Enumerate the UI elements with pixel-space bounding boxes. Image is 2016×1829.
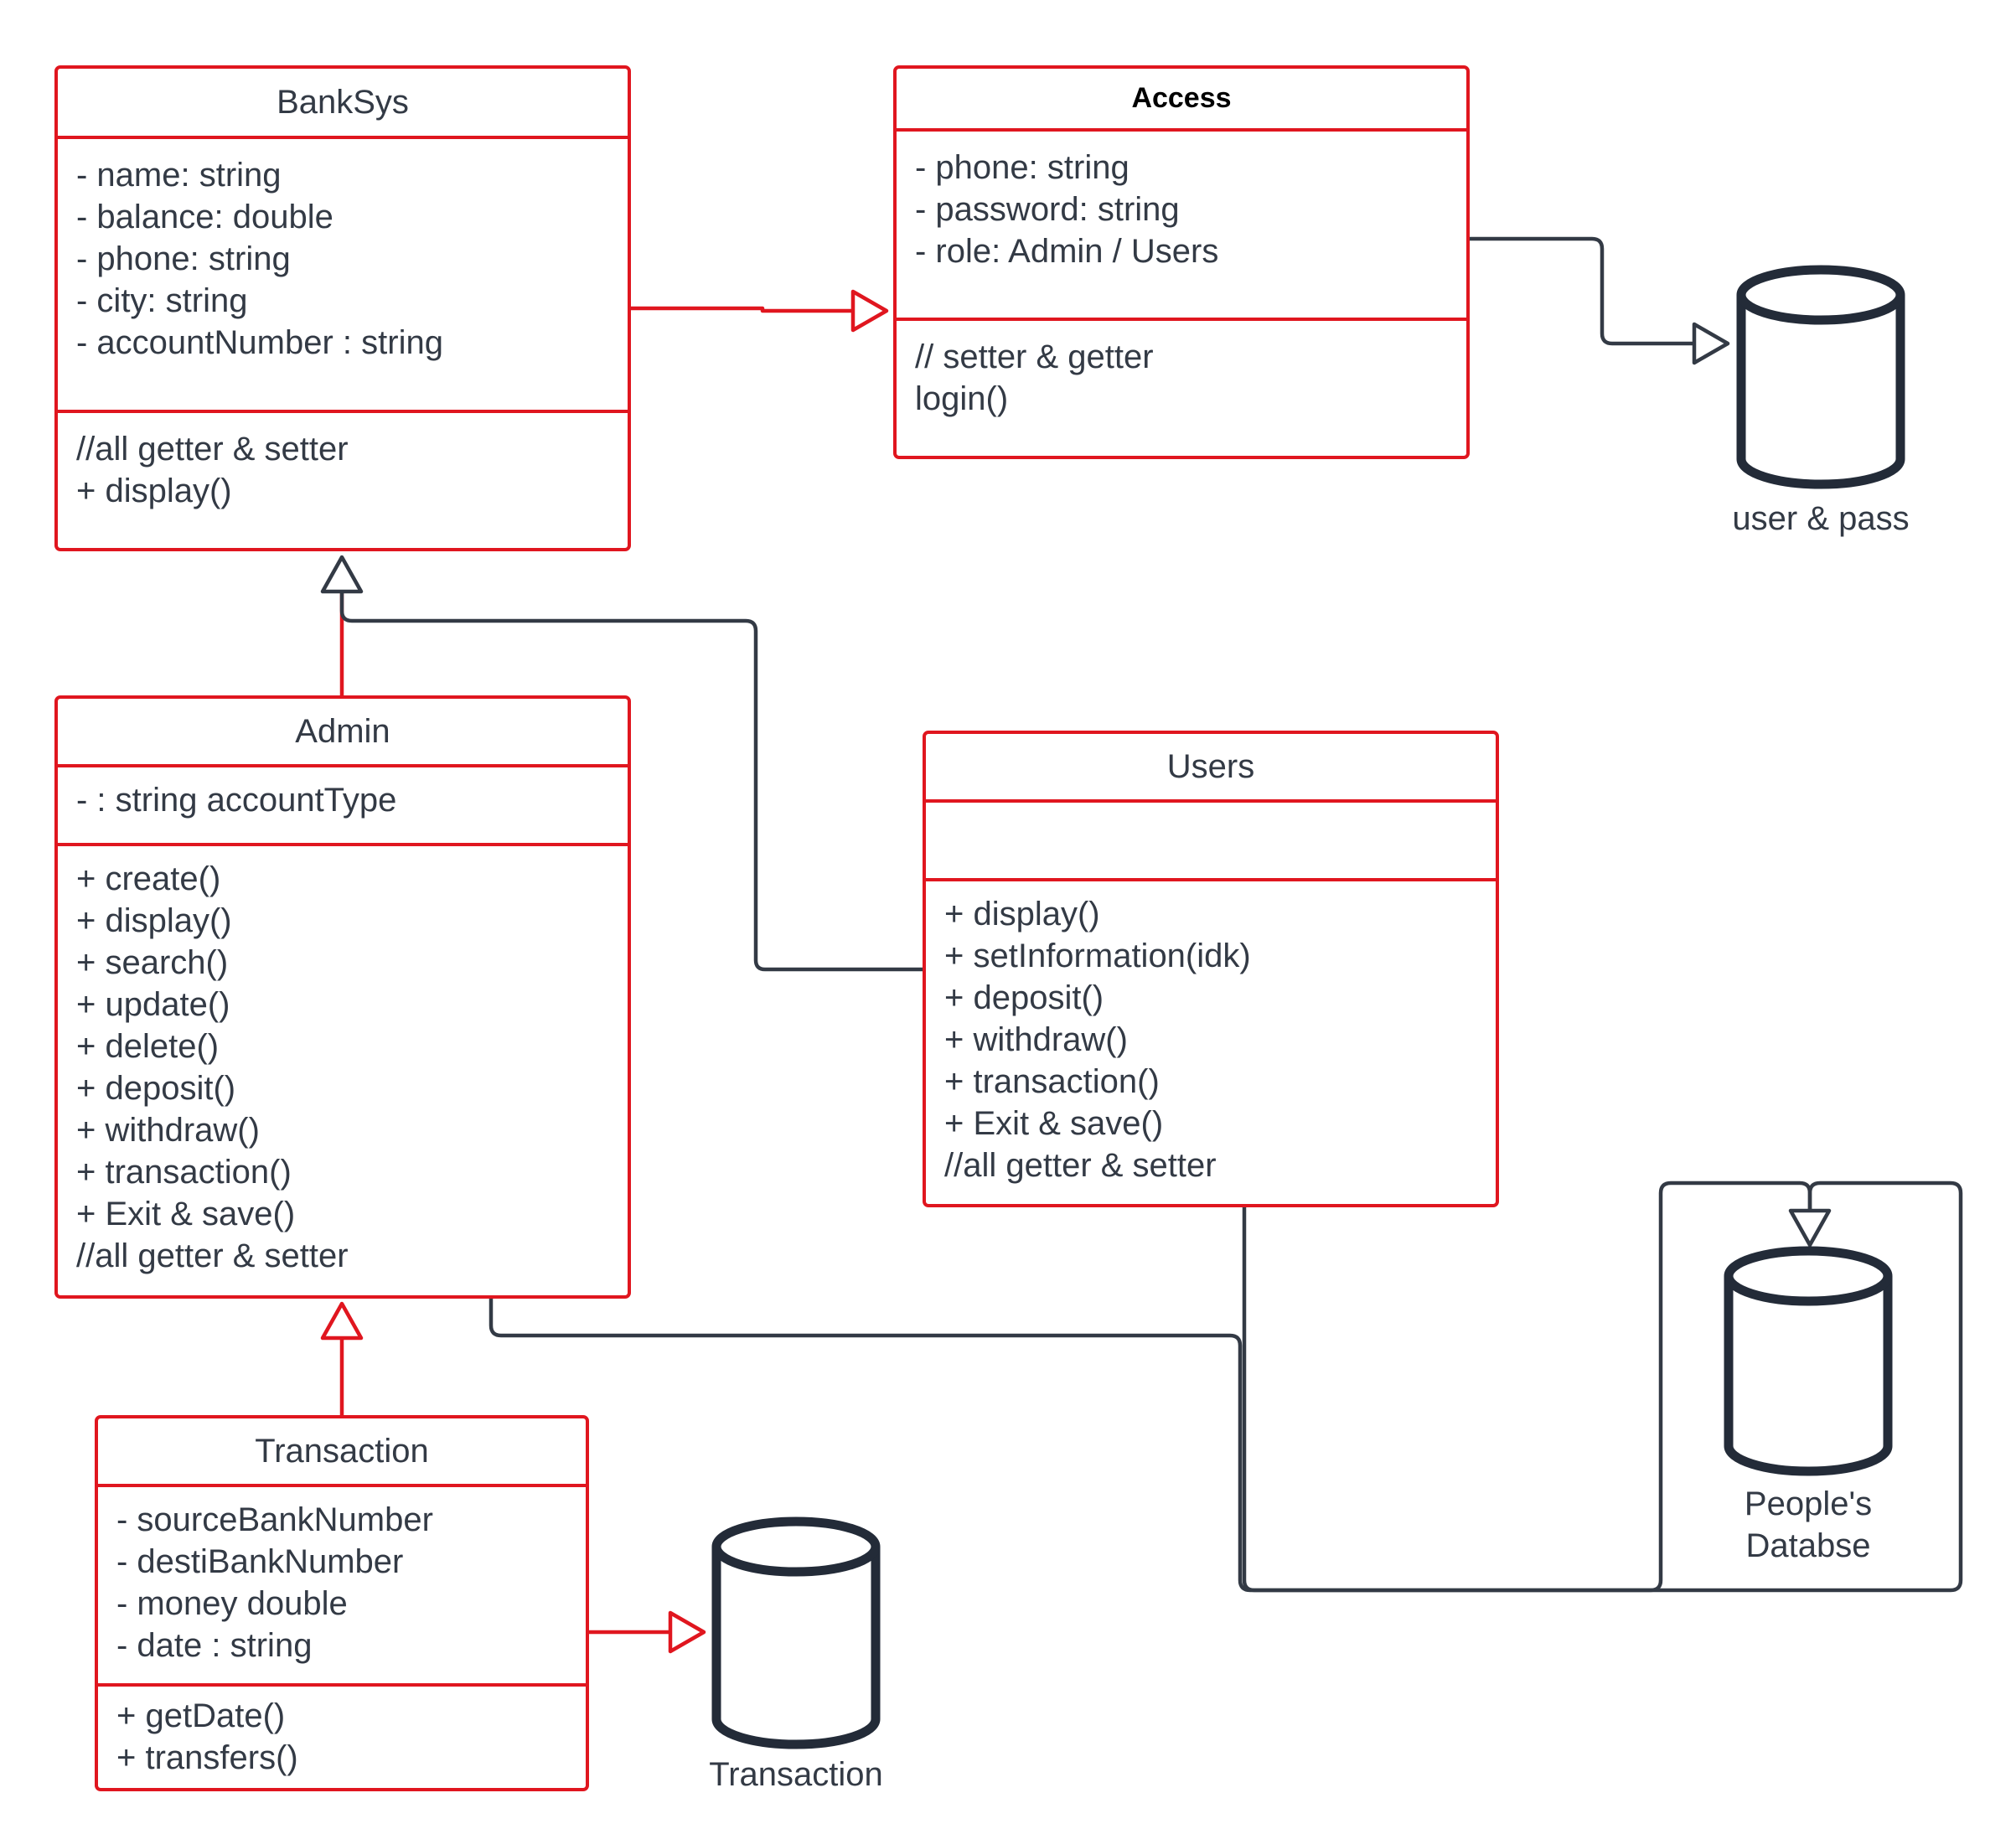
class-access-attributes: - phone: string - password: string - role:… <box>897 132 1466 318</box>
banksys-inheritance-arrowhead <box>320 555 364 594</box>
database-icon-userpass <box>1736 265 1905 489</box>
class-member: - password: string <box>915 191 1180 228</box>
database-label-transaction: Transaction <box>709 1756 883 1793</box>
class-transaction-title: Transaction <box>98 1418 586 1487</box>
class-member: + update() <box>76 986 230 1023</box>
class-admin-methods: + create() + display() + search() + update(… <box>58 843 628 1295</box>
class-users[interactable]: Users + display()+ setInformation(idk)+ … <box>923 731 1499 1207</box>
class-banksys-attributes: - name: string - balance: double - phone: … <box>58 139 628 410</box>
class-member: //all getter & setter <box>944 1147 1217 1184</box>
class-member: + transfers() <box>116 1739 298 1776</box>
database-icon-transaction <box>711 1516 881 1749</box>
class-member: //all getter & setter <box>76 1237 349 1274</box>
class-member: + getDate() <box>116 1697 286 1734</box>
class-member: - accountNumber : string <box>76 324 443 361</box>
class-transaction-attributes: - sourceBankNumber - destiBankNumber - mon… <box>98 1487 586 1683</box>
banksys-access-connector <box>630 306 853 313</box>
class-admin-title: Admin <box>58 699 628 767</box>
database-label-userpass: user & pass <box>1732 500 1910 537</box>
class-member: + display() <box>76 902 232 939</box>
class-admin-attributes: - : string accountType <box>58 767 628 843</box>
banksys-access-arrowhead <box>850 289 889 333</box>
class-member: + transaction() <box>76 1154 292 1191</box>
class-member: + search() <box>76 944 229 981</box>
class-member: + create() <box>76 860 221 897</box>
database-label-people: People's Databse <box>1744 1485 1873 1564</box>
class-member: + delete() <box>76 1028 220 1065</box>
class-member: //all getter & setter <box>76 431 349 468</box>
class-banksys-title: BankSys <box>58 69 628 139</box>
class-member: - sourceBankNumber <box>116 1501 433 1538</box>
class-member: + withdraw() <box>76 1112 260 1149</box>
class-member: + Exit & save() <box>944 1105 1164 1142</box>
class-member: - : string accountType <box>76 782 397 819</box>
class-member: + Exit & save() <box>76 1196 296 1232</box>
class-member: + withdraw() <box>944 1021 1128 1058</box>
class-member: // setter & getter <box>915 338 1154 375</box>
admin-people-connector <box>488 1181 1812 1593</box>
class-member: login() <box>915 380 1009 417</box>
class-users-title: Users <box>926 734 1496 803</box>
class-member: + display() <box>944 896 1100 933</box>
class-member: - name: string <box>76 157 282 194</box>
admin-inheritance-arrowhead <box>320 1301 364 1341</box>
class-member: + deposit() <box>76 1070 236 1107</box>
class-users-methods: + display() + setInformation(idk) + deposi… <box>926 878 1496 1204</box>
access-userpass-connector <box>1468 236 1694 346</box>
class-member: - phone: string <box>915 149 1129 186</box>
class-member: - date : string <box>116 1627 313 1664</box>
class-member: + display() <box>76 473 232 509</box>
class-access[interactable]: Access - phone: string - password: string… <box>893 65 1470 459</box>
class-transaction-methods: + getDate() + transfers() <box>98 1683 586 1787</box>
transaction-db-arrowhead <box>668 1610 706 1654</box>
access-userpass-arrowhead <box>1692 322 1730 365</box>
class-member: - money double <box>116 1585 348 1622</box>
class-banksys[interactable]: BankSys - name: string- balance: double-… <box>54 65 631 551</box>
class-banksys-methods: //all getter & setter + display() <box>58 410 628 547</box>
class-member: - phone: string <box>76 240 291 277</box>
class-member: + setInformation(idk) <box>944 938 1251 974</box>
database-icon-people <box>1724 1246 1893 1476</box>
class-member: - destiBankNumber <box>116 1543 404 1580</box>
class-admin[interactable]: Admin - : string accountType + create()+… <box>54 695 631 1299</box>
class-member: - role: Admin / Users <box>915 233 1219 270</box>
class-member: + transaction() <box>944 1063 1160 1100</box>
users-banksys-connector <box>339 592 924 972</box>
class-member: - balance: double <box>76 199 333 235</box>
class-access-methods: // setter & getter login() <box>897 318 1466 455</box>
class-member: + deposit() <box>944 979 1104 1016</box>
users-people-connector <box>1242 1181 1963 1593</box>
class-transaction[interactable]: Transaction - sourceBankNumber - destiBan… <box>95 1415 589 1791</box>
class-users-attributes <box>926 803 1496 878</box>
class-access-title: Access <box>897 69 1466 132</box>
class-member: - city: string <box>76 282 248 319</box>
people-db-arrowhead <box>1788 1208 1832 1248</box>
